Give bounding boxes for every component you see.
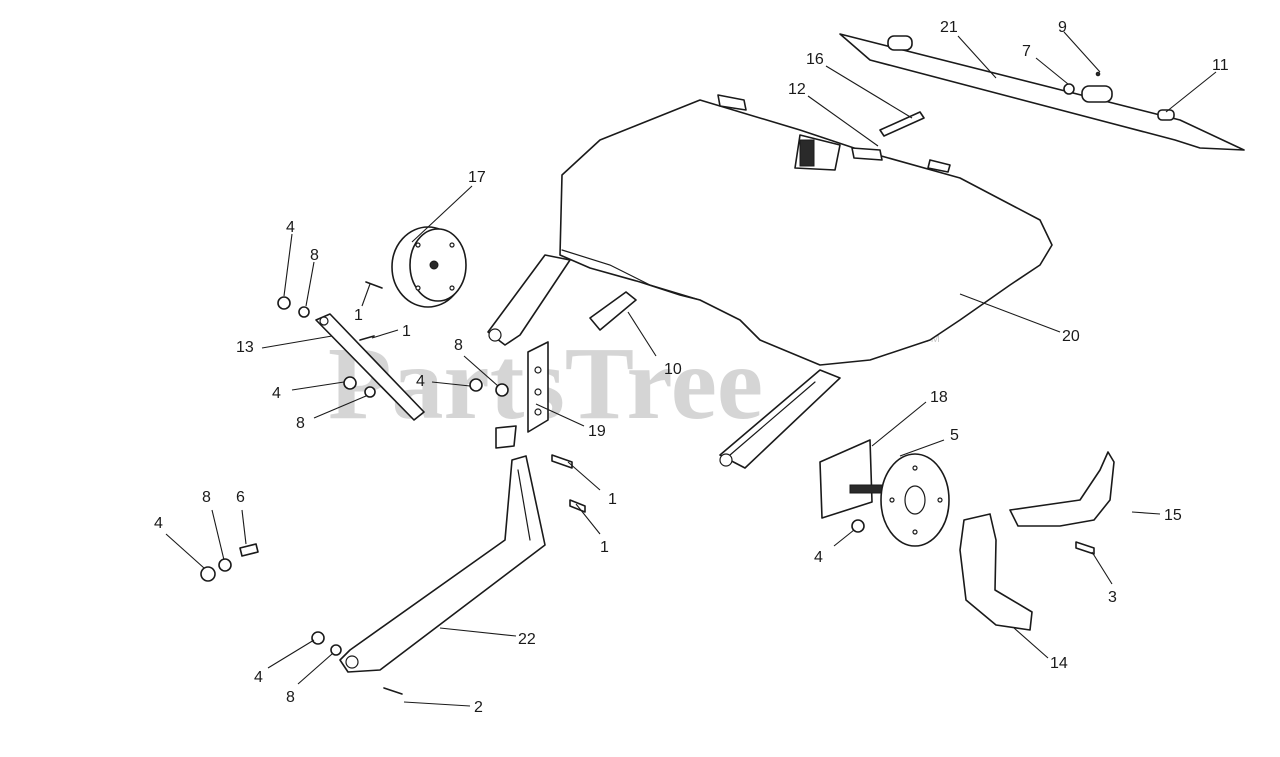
callout-8d: 8 [202, 489, 211, 506]
hardware-washer-8d[interactable] [218, 558, 232, 572]
callout-12: 12 [788, 81, 806, 98]
callout-3: 3 [1108, 589, 1117, 606]
callout-10: 10 [664, 361, 682, 378]
callout-8a: 8 [310, 247, 319, 264]
callout-11: 11 [1212, 57, 1229, 74]
part-13-bar[interactable] [315, 313, 425, 421]
hardware-pin-2[interactable] [383, 687, 403, 695]
callout-8e: 8 [286, 689, 295, 706]
callout-21: 21 [940, 19, 958, 36]
part-16-pin[interactable] [879, 111, 925, 137]
callout-5: 5 [950, 427, 959, 444]
callout-8c: 8 [296, 415, 305, 432]
hardware-washer-8b[interactable] [364, 386, 376, 398]
part-18-hub-plate[interactable] [819, 439, 891, 519]
hardware-nut-4c[interactable] [469, 378, 483, 392]
part-15-tine[interactable] [1009, 451, 1115, 527]
callout-4c: 4 [416, 373, 425, 390]
hardware-bolt-1c[interactable] [551, 454, 573, 469]
hardware-nut-4f[interactable] [311, 631, 325, 645]
callout-13: 13 [236, 339, 254, 356]
callout-9: 9 [1058, 19, 1067, 36]
hood-lower-bracket [719, 369, 841, 469]
part-20-tine-hood[interactable] [559, 94, 1053, 366]
hardware-nut-4d[interactable] [200, 566, 216, 582]
callout-4d: 4 [154, 515, 163, 532]
leader-lines [165, 31, 1217, 707]
hardware-washer-8c[interactable] [495, 383, 509, 397]
callout-15: 15 [1164, 507, 1182, 524]
callout-6: 6 [236, 489, 245, 506]
callout-1c: 1 [608, 491, 617, 508]
callout-1b: 1 [402, 323, 411, 340]
part-19-plate[interactable] [527, 341, 549, 433]
hardware-nut-4a[interactable] [277, 296, 291, 310]
callout-4e: 4 [814, 549, 823, 566]
part-12-bracket[interactable] [794, 134, 883, 171]
callout-14: 14 [1050, 655, 1068, 672]
part-22-drag-bar[interactable] [339, 425, 546, 673]
callout-1a: 1 [354, 307, 363, 324]
callout-4b: 4 [272, 385, 281, 402]
callout-20: 20 [1062, 328, 1080, 345]
hardware-washer-8e[interactable] [330, 644, 342, 656]
callout-1d: 1 [600, 539, 609, 556]
callout-7: 7 [1022, 43, 1031, 60]
part-21-shield-bar[interactable] [839, 33, 1245, 151]
callout-18: 18 [930, 389, 948, 406]
part-5-hub-flange[interactable] [880, 453, 950, 547]
part-7-washer[interactable] [1063, 83, 1075, 95]
hardware-bolt-1b[interactable] [359, 335, 375, 341]
callout-22: 22 [518, 631, 536, 648]
hardware-bolt-1a[interactable] [365, 281, 383, 289]
callout-8b: 8 [454, 337, 463, 354]
hardware-nut-4e[interactable] [851, 519, 865, 533]
part-14-tine[interactable] [959, 513, 1033, 631]
callout-4f: 4 [254, 669, 263, 686]
callout-19: 19 [588, 423, 606, 440]
part-17-hub[interactable] [391, 226, 467, 308]
hardware-bolt-3[interactable] [1075, 541, 1095, 555]
callout-4a: 4 [286, 219, 295, 236]
callout-2: 2 [474, 699, 483, 716]
part-9-pin[interactable] [1095, 71, 1101, 77]
hardware-washer-8a[interactable] [298, 306, 310, 318]
callout-16: 16 [806, 51, 824, 68]
hardware-nut-4b[interactable] [343, 376, 357, 390]
hardware-pin-6[interactable] [239, 543, 259, 557]
callout-17: 17 [468, 169, 486, 186]
part-10-frame-arm[interactable] [487, 254, 637, 346]
